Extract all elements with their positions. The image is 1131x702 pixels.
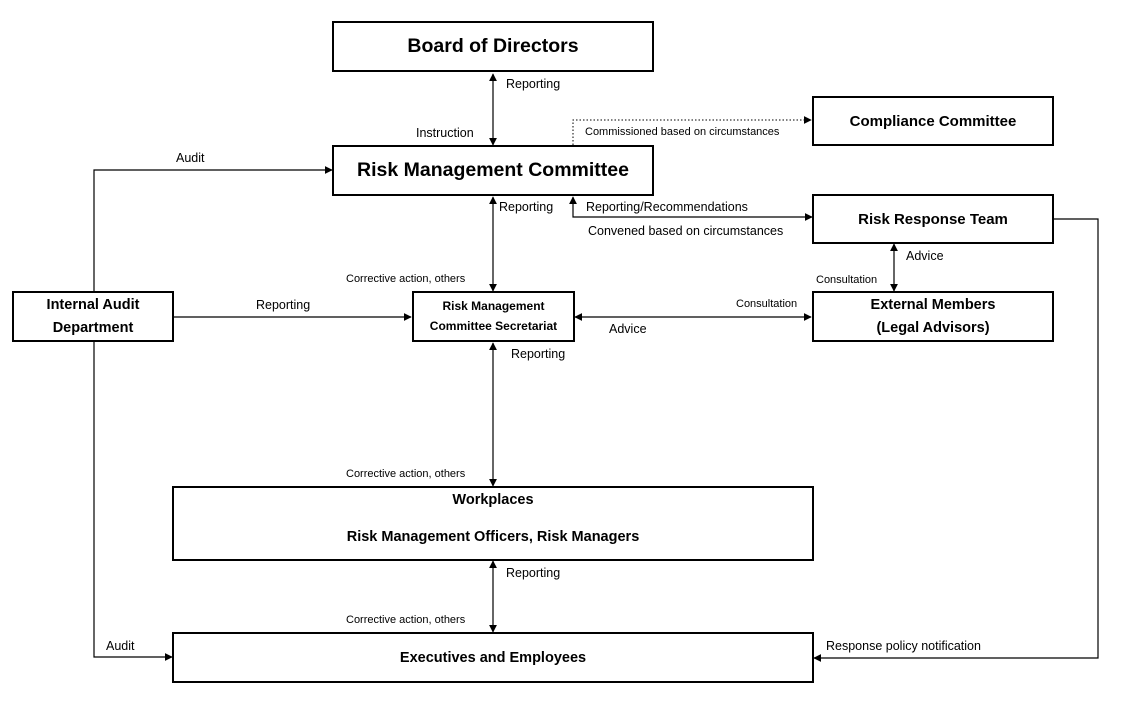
workplaces-box: Workplaces Risk Management Officers, Ris… xyxy=(172,486,814,561)
audit-reporting-label: Reporting xyxy=(256,298,311,312)
rmc-response-team-arrow xyxy=(569,196,813,221)
secretariat-corrective-label: Corrective action, others xyxy=(346,273,466,285)
board-of-directors-label: Board of Directors xyxy=(407,35,579,57)
audit-to-executives-arrow xyxy=(93,342,173,661)
executives-and-employees-label: Executives and Employees xyxy=(399,649,587,666)
external-consultation-label: Consultation xyxy=(736,298,798,310)
rmc-instruction-label: Instruction xyxy=(416,126,474,140)
workplaces-reporting-label: Reporting xyxy=(506,566,561,580)
risk-management-committee-label: Risk Management Committee xyxy=(357,159,629,181)
workplaces-header: Workplaces xyxy=(452,492,534,508)
risk-management-committee-box: Risk Management Committee xyxy=(332,145,654,196)
external-members-box: External Members (Legal Advisors) xyxy=(812,291,1054,342)
reporting-recommendations-label: Reporting/Recommendations xyxy=(586,200,748,214)
secretariat-reporting-label: Reporting xyxy=(511,347,566,361)
compliance-committee-box: Compliance Committee xyxy=(812,96,1054,146)
response-advice-label: Advice xyxy=(906,249,944,263)
secretariat-label: Risk Management Committee Secretariat xyxy=(429,299,558,333)
internal-audit-department-box: Internal Audit Department xyxy=(12,291,174,342)
response-policy-label: Response policy notification xyxy=(826,639,981,653)
workplaces-body: Risk Management Officers, Risk Managers xyxy=(346,529,640,545)
compliance-committee-label: Compliance Committee xyxy=(849,112,1017,130)
executives-and-employees-box: Executives and Employees xyxy=(172,632,814,683)
audit-top-label: Audit xyxy=(176,151,205,165)
risk-response-team-box: Risk Response Team xyxy=(812,194,1054,244)
external-members-label: External Members (Legal Advisors) xyxy=(870,297,996,336)
external-advice-label: Advice xyxy=(609,322,647,336)
response-policy-arrow xyxy=(813,218,1099,662)
executives-corrective-label: Corrective action, others xyxy=(346,614,466,626)
audit-bottom-label: Audit xyxy=(106,639,135,653)
secretariat-box: Risk Management Committee Secretariat xyxy=(412,291,575,342)
rmc-reporting-label: Reporting xyxy=(499,200,554,214)
audit-to-rmc-arrow xyxy=(93,166,333,291)
rmc-compliance-dotted-arrow xyxy=(572,116,812,145)
risk-response-team-label: Risk Response Team xyxy=(858,210,1008,228)
board-of-directors-box: Board of Directors xyxy=(332,21,654,72)
board-reporting-label: Reporting xyxy=(506,77,561,91)
compliance-commission-label: Commissioned based on circumstances xyxy=(585,126,780,138)
convened-label: Convened based on circumstances xyxy=(588,224,784,238)
response-consultation-label: Consultation xyxy=(816,274,878,286)
internal-audit-department-label: Internal Audit Department xyxy=(46,297,140,336)
workplaces-corrective-label: Corrective action, others xyxy=(346,468,466,480)
